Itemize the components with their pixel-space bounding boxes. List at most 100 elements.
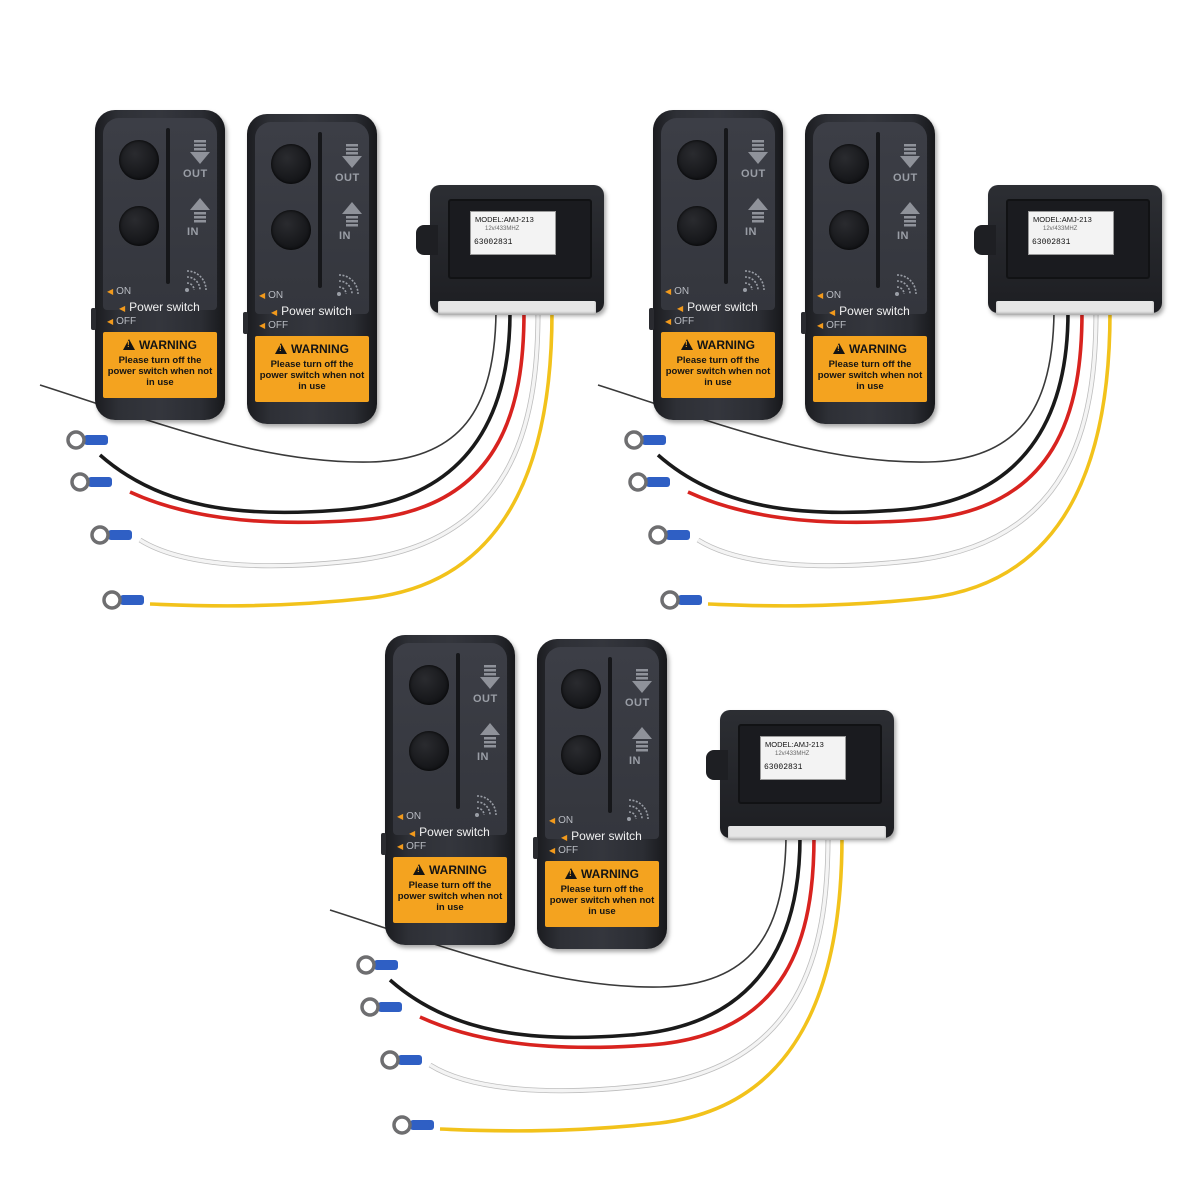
ring-terminal — [356, 955, 376, 975]
receiver-box: MODEL:AMJ-213 12v/433MHZ 63002831 — [416, 185, 604, 315]
arrow-down-icon — [190, 140, 210, 164]
warning-text: Please turn off the power switch when no… — [107, 355, 213, 388]
warning-triangle-icon — [681, 339, 693, 350]
crimp-sleeve — [108, 530, 132, 540]
power-switch-slider — [91, 308, 96, 330]
on-label: ON — [674, 286, 690, 297]
arrow-down-icon — [480, 665, 500, 689]
crimp-sleeve — [84, 435, 108, 445]
wireless-remote: OUT IN ◀ON ◀Power switch ◀OFF WARNING Pl… — [381, 635, 515, 945]
receiver-box: MODEL:AMJ-213 12v/433MHZ 63002831 — [706, 710, 894, 840]
warning-title: WARNING — [139, 338, 197, 352]
model-text: MODEL:AMJ-213 — [765, 740, 824, 749]
ring-terminal — [90, 525, 110, 545]
center-divider — [456, 653, 460, 809]
mounting-tab — [416, 225, 438, 255]
off-label: OFF — [674, 316, 695, 327]
center-divider — [876, 132, 880, 288]
warning-triangle-icon — [123, 339, 135, 350]
power-switch-slider — [533, 837, 538, 859]
warning-title: WARNING — [581, 867, 639, 881]
arrow-up-icon — [190, 198, 210, 223]
warning-heading: WARNING — [661, 338, 775, 352]
warning-sticker: WARNING Please turn off the power switch… — [255, 336, 369, 402]
lead-wire — [429, 836, 830, 1093]
spec-text: 12v/433MHZ — [1043, 226, 1078, 232]
arrow-up-icon — [342, 202, 362, 227]
power-switch-text: Power switch — [281, 304, 352, 318]
off-label: OFF — [406, 841, 427, 852]
power-switch-label: ◀Power switch — [271, 304, 352, 318]
power-switch-slider — [801, 312, 806, 334]
remote-face: OUT IN — [813, 122, 927, 314]
model-label: MODEL:AMJ-213 12v/433MHZ 63002831 — [760, 736, 846, 780]
model-text: MODEL:AMJ-213 — [1033, 215, 1092, 224]
wireless-signal-icon — [627, 799, 649, 821]
power-switch-label: ◀Power switch — [409, 825, 490, 839]
on-indicator: ◀ON — [397, 811, 422, 822]
lead-wire — [656, 311, 1070, 515]
ring-terminal — [66, 430, 86, 450]
warning-title: WARNING — [291, 342, 349, 356]
lead-wire — [98, 311, 512, 515]
in-button — [829, 210, 869, 250]
warning-sticker: WARNING Please turn off the power switch… — [661, 332, 775, 398]
on-indicator: ◀ON — [259, 290, 284, 301]
in-button — [271, 210, 311, 250]
wireless-remote: OUT IN ◀ON ◀Power switch ◀OFF WARNING Pl… — [533, 639, 667, 949]
center-divider — [724, 128, 728, 284]
warning-title: WARNING — [697, 338, 755, 352]
crimp-sleeve — [646, 477, 670, 487]
arrow-down-icon — [748, 140, 768, 164]
receiver-box: MODEL:AMJ-213 12v/433MHZ 63002831 — [974, 185, 1162, 315]
warning-triangle-icon — [275, 343, 287, 354]
warning-text: Please turn off the power switch when no… — [397, 880, 503, 913]
lead-wire — [707, 311, 1112, 608]
crimp-sleeve — [374, 960, 398, 970]
in-button — [677, 206, 717, 246]
off-indicator: ◀OFF — [665, 316, 695, 327]
wireless-signal-icon — [743, 270, 765, 292]
warning-sticker: WARNING Please turn off the power switch… — [103, 332, 217, 398]
mounting-tab — [706, 750, 728, 780]
out-button — [409, 665, 449, 705]
warning-triangle-icon — [565, 868, 577, 879]
arrow-up-icon — [632, 727, 652, 752]
on-label: ON — [116, 286, 132, 297]
power-switch-text: Power switch — [129, 300, 200, 314]
warning-text: Please turn off the power switch when no… — [259, 359, 365, 392]
crimp-sleeve — [398, 1055, 422, 1065]
arrow-down-icon — [342, 144, 362, 168]
model-text: MODEL:AMJ-213 — [475, 215, 534, 224]
winch-remote-kit: OUT IN ◀ON ◀Power switch ◀OFF WARNING Pl… — [39, 110, 604, 630]
power-switch-slider — [243, 312, 248, 334]
model-label: MODEL:AMJ-213 12v/433MHZ 63002831 — [1028, 211, 1114, 255]
wireless-signal-icon — [185, 270, 207, 292]
warning-text: Please turn off the power switch when no… — [665, 355, 771, 388]
wire-harness — [39, 311, 554, 610]
wireless-remote: OUT IN ◀ON ◀Power switch ◀OFF WARNING Pl… — [649, 110, 783, 420]
in-label: IN — [745, 226, 757, 238]
in-label: IN — [187, 226, 199, 238]
in-button — [561, 735, 601, 775]
warning-text: Please turn off the power switch when no… — [549, 884, 655, 917]
wireless-remote: OUT IN ◀ON ◀Power switch ◀OFF WARNING Pl… — [91, 110, 225, 420]
remote-face: OUT IN — [545, 647, 659, 839]
receiver-base — [728, 826, 886, 840]
out-label: OUT — [741, 168, 766, 180]
spec-text: 12v/433MHZ — [485, 226, 520, 232]
off-indicator: ◀OFF — [817, 320, 847, 331]
power-switch-text: Power switch — [419, 825, 490, 839]
power-switch-label: ◀Power switch — [677, 300, 758, 314]
ring-terminal — [392, 1115, 412, 1135]
receiver-base — [996, 301, 1154, 315]
winch-remote-kit: OUT IN ◀ON ◀Power switch ◀OFF WARNING Pl… — [597, 110, 1162, 630]
out-label: OUT — [473, 693, 498, 705]
in-label: IN — [339, 230, 351, 242]
crimp-sleeve — [378, 1002, 402, 1012]
warning-triangle-icon — [413, 864, 425, 875]
winch-remote-kit: OUT IN ◀ON ◀Power switch ◀OFF WARNING Pl… — [329, 635, 894, 1155]
off-label: OFF — [116, 316, 137, 327]
ring-terminal — [360, 997, 380, 1017]
center-divider — [608, 657, 612, 813]
